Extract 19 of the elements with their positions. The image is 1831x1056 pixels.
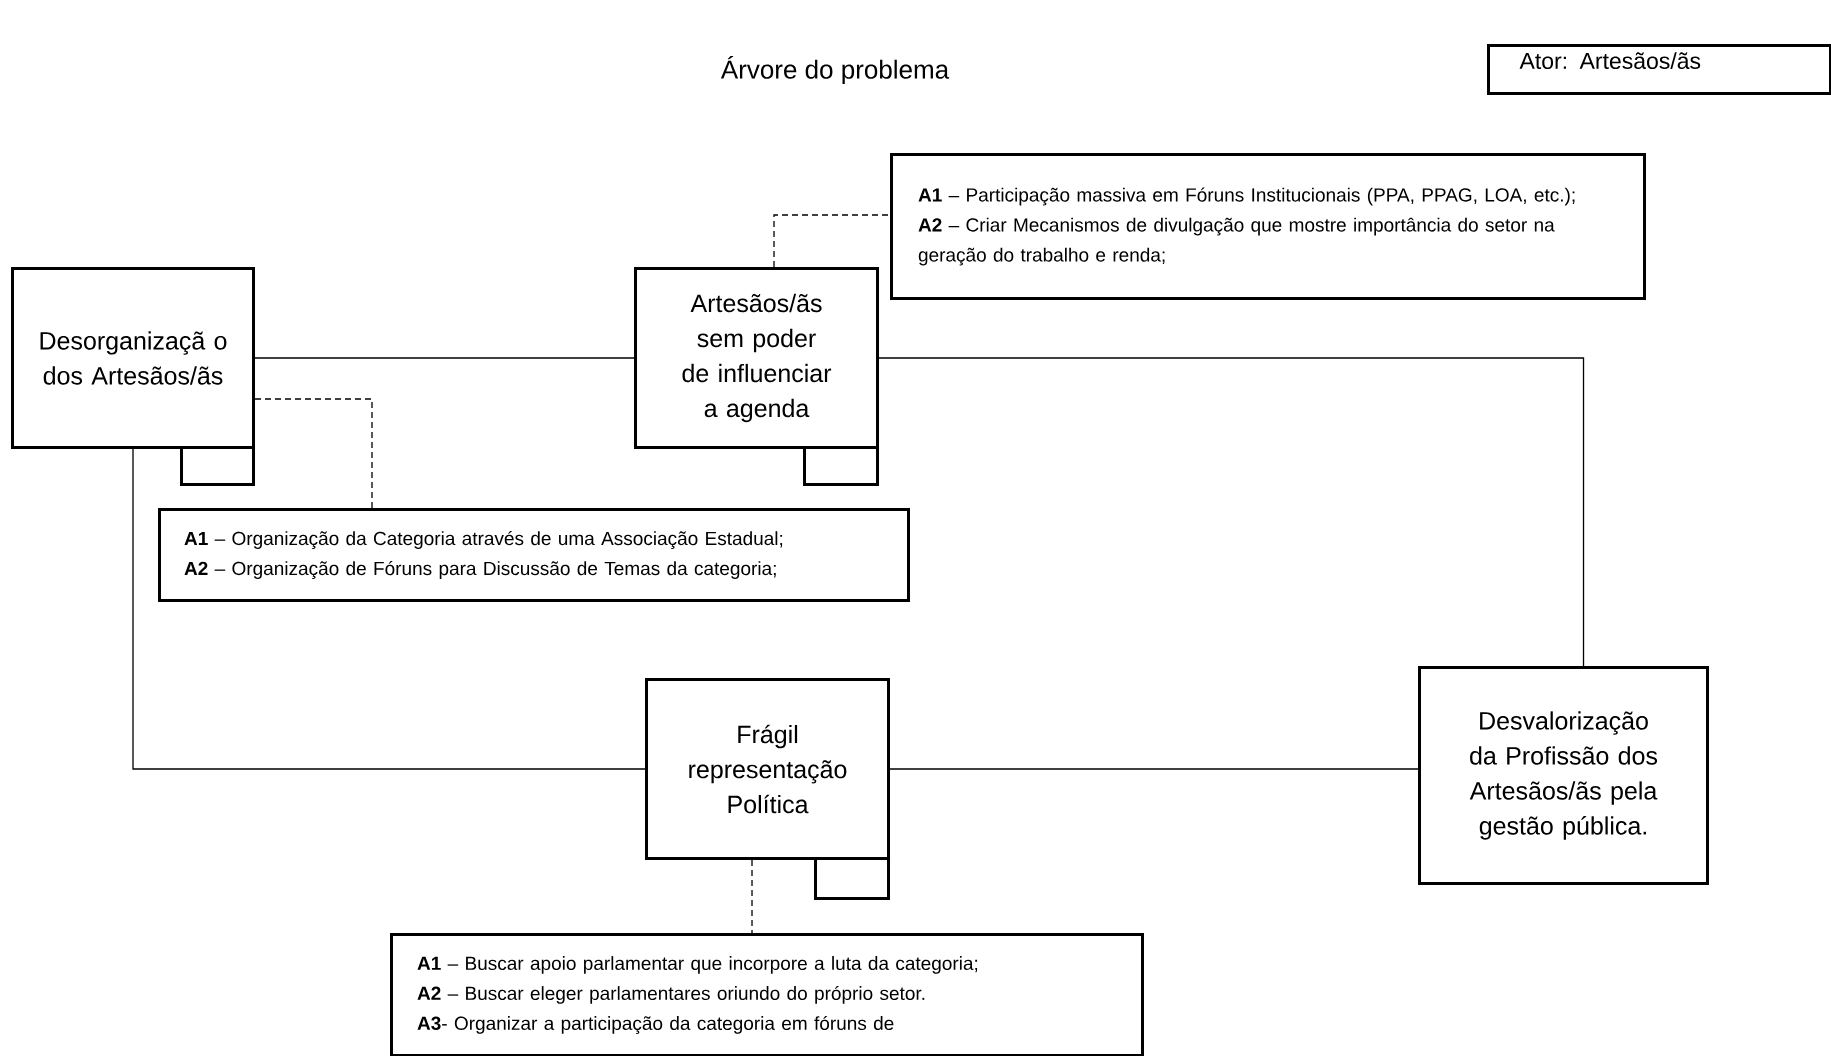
info-box: Ator: Artesãos/ãs [1487,44,1831,95]
problem-box: Desorganizaçã o dos Artesãos/ãs [11,267,255,449]
connector-line [254,357,635,359]
connector-line [889,768,1419,770]
tab-box [814,857,890,900]
problem-box: Desvalorização da Profissão dos Artesãos/ãs pela gestão pública. [1418,666,1709,885]
action-box: A1 – Buscar apoio parlamentar que incorpore a luta da categoria; A2 – Buscar eleger parlamentares oriundo do próprio setor. A3- Organizar a participação da categoria em fóruns de [390,933,1144,1056]
connector-line [254,398,373,509]
connector-line [751,859,753,934]
action-box: A1 – Participação massiva em Fóruns Institucionais (PPA, PPAG, LOA, etc.); A2 – Criar Mecanismos de divulgação que mostre importância do setor na geração do trabalho e renda; [890,153,1646,300]
tab-box [803,446,879,486]
connector-line [132,448,646,770]
connector-line [773,214,891,268]
problem-box: Artesãos/ãs sem poder de influenciar a agenda [634,267,879,449]
title: Árvore do problema [720,56,950,84]
problem-box: Frágil representação Política [645,678,890,860]
tab-box [180,446,255,486]
action-box: A1 – Organização da Categoria através de uma Associação Estadual; A2 – Organização de Fóruns para Discussão de Temas da categoria; [158,508,910,602]
connector-line [878,357,1585,667]
